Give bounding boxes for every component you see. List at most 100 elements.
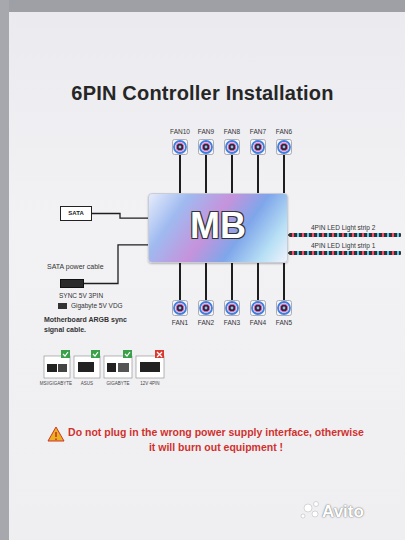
fan-label: FAN6 xyxy=(276,128,292,135)
fan-label: FAN5 xyxy=(276,319,292,326)
strip-label: 4PIN LED Light strip 2 xyxy=(311,224,375,231)
fan-icon xyxy=(198,300,214,316)
connector-plug xyxy=(58,364,67,372)
fan-frame xyxy=(225,140,240,155)
fan-label: FAN7 xyxy=(250,128,266,135)
fan-icon xyxy=(250,139,266,155)
fan-hub xyxy=(231,146,234,149)
warning-mark xyxy=(55,439,57,441)
fan-hub xyxy=(179,146,182,149)
fan-hub xyxy=(283,307,286,310)
cable-label: SYNC 5V 3PIN xyxy=(59,292,103,299)
fan-ring xyxy=(280,143,288,151)
fan-node: FAN7 xyxy=(250,139,266,155)
fan-node: FAN2 xyxy=(198,300,214,316)
fan-ring xyxy=(252,141,264,153)
watermark-dot xyxy=(301,514,305,518)
connector-plug xyxy=(47,364,57,372)
fan-icon xyxy=(224,139,240,155)
fan-ring xyxy=(254,304,262,312)
connector-label: 12V 4PIN xyxy=(135,381,165,387)
connector-icons xyxy=(44,350,164,378)
sync-plug-icon xyxy=(58,303,67,309)
box-left-edge xyxy=(0,0,9,540)
fan-icon xyxy=(172,300,188,316)
fan-icon xyxy=(172,139,188,155)
fan-ring xyxy=(176,143,184,151)
cross-mark xyxy=(157,352,162,357)
fan-label: FAN3 xyxy=(224,319,240,326)
fan-label: FAN2 xyxy=(198,319,214,326)
connector-plug xyxy=(140,362,160,372)
connector-plug xyxy=(107,363,116,372)
fan-hub xyxy=(205,307,208,310)
fan-node: FAN5 xyxy=(276,300,292,316)
fan-frame xyxy=(199,140,214,155)
connector-wire xyxy=(257,155,259,193)
fan-frame xyxy=(277,140,292,155)
fan-icon xyxy=(276,300,292,316)
fan-icon xyxy=(276,139,292,155)
box-top-edge xyxy=(0,0,405,12)
fan-ring xyxy=(278,141,290,153)
connector-text: SATA xyxy=(61,210,91,216)
fan-ring xyxy=(176,304,184,312)
warning-mark xyxy=(55,432,57,437)
fan-hub xyxy=(283,146,286,149)
fan-frame xyxy=(199,301,214,316)
watermark-dot xyxy=(312,511,318,517)
fan-ring xyxy=(228,143,236,151)
watermark: Avito xyxy=(322,500,392,524)
connector-plug xyxy=(118,363,129,372)
fan-hub xyxy=(231,307,234,310)
fan-node: FAN1 xyxy=(172,300,188,316)
fan-ring xyxy=(226,302,238,314)
fan-ring xyxy=(202,304,210,312)
fan-frame xyxy=(225,301,240,316)
controller-box: MB xyxy=(148,193,288,263)
check-box xyxy=(61,350,70,358)
connector-wire xyxy=(283,263,285,300)
fan-frame xyxy=(251,301,266,316)
check-mark xyxy=(63,352,68,356)
connector-frame xyxy=(74,356,100,378)
fan-hub xyxy=(257,146,260,149)
cable-label: SATA power cable xyxy=(47,263,104,270)
connector-frame xyxy=(136,356,164,378)
fan-ring xyxy=(174,302,186,314)
connector-wire xyxy=(231,263,233,300)
connector-label: ASUS xyxy=(72,381,102,387)
fan-icon xyxy=(224,300,240,316)
watermark-dot xyxy=(314,502,319,507)
connector-wire xyxy=(257,263,259,300)
fan-ring xyxy=(200,141,212,153)
connector-frame xyxy=(104,356,132,378)
cable-note: Motherboard ARGB sync signal cable. xyxy=(44,315,148,335)
sata-connector: SATASATA power cable xyxy=(60,206,92,221)
watermark-dot xyxy=(304,504,312,512)
connector-frame xyxy=(44,356,70,378)
cable-label: Gigabyte 5V VDG xyxy=(71,302,123,309)
fan-node: FAN8 xyxy=(224,139,240,155)
connector-wire xyxy=(179,155,181,193)
connector-wire xyxy=(92,214,148,219)
fan-node: FAN10 xyxy=(172,139,188,155)
fan-node: FAN3 xyxy=(224,300,240,316)
fan-frame xyxy=(173,301,188,316)
connector-plug xyxy=(78,362,94,372)
fan-ring xyxy=(200,302,212,314)
fan-frame xyxy=(277,301,292,316)
fan-frame xyxy=(173,140,188,155)
controller-logo: MB xyxy=(149,206,287,246)
fan-hub xyxy=(205,146,208,149)
fan-ring xyxy=(278,302,290,314)
fan-hub xyxy=(257,307,260,310)
fan-node: FAN4 xyxy=(250,300,266,316)
check-box xyxy=(91,350,100,358)
connector-wire xyxy=(179,263,181,300)
watermark-logo xyxy=(301,502,319,519)
